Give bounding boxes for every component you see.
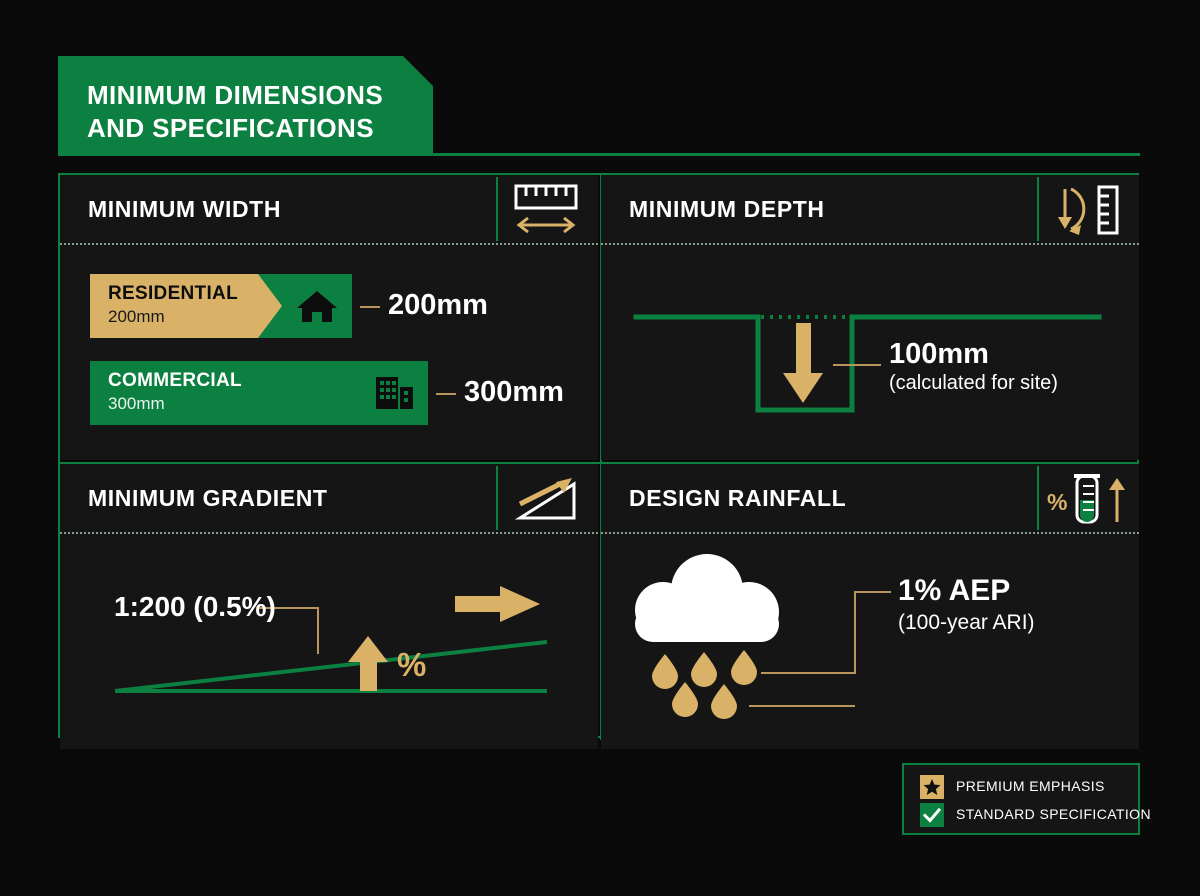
value-residential-width: 200mm (388, 289, 488, 321)
quadrant-minimum-gradient: MINIMUM GRADIENT (60, 464, 598, 749)
svg-text:%: % (1047, 489, 1067, 515)
bar-commercial-sublabel: 300mm (108, 394, 165, 413)
percent-test-tube-up-arrow-icon: % (1041, 470, 1133, 528)
trench-cross-section-diagram (601, 245, 1139, 460)
bar-commercial-label: COMMERCIAL (108, 370, 242, 391)
legend-label-standard: STANDARD SPECIFICATION (956, 806, 1151, 822)
check-icon (920, 803, 944, 827)
house-icon (295, 284, 339, 328)
bar-residential: RESIDENTIAL 200mm (90, 274, 352, 338)
quadrant-depth-dotted-divider (601, 243, 1139, 245)
quadrant-width-title: MINIMUM WIDTH (88, 196, 282, 222)
grid-horizontal-divider (60, 462, 1137, 464)
quadrant-width-header: MINIMUM WIDTH (60, 175, 598, 243)
slope-triangle-arrow-icon (500, 470, 592, 528)
note-minimum-depth: (calculated for site) (889, 372, 1058, 394)
value-commercial-width: 300mm (464, 376, 564, 408)
slope-wedge-diagram (60, 534, 598, 754)
quadrant-depth-title: MINIMUM DEPTH (629, 196, 825, 222)
icon-separator (1037, 177, 1039, 241)
quadrant-gradient-body: 1:200 (0.5%) % (60, 534, 598, 749)
specifications-grid: MINIMUM WIDTH (58, 173, 1139, 749)
leader-dash-residential (360, 306, 380, 308)
quadrant-rainfall-title: DESIGN RAINFALL (629, 485, 847, 511)
raindrops (652, 650, 757, 719)
value-minimum-depth: 100mm (889, 338, 989, 370)
quadrant-gradient-dotted-divider (60, 532, 598, 534)
title-banner: MINIMUM DIMENSIONS AND SPECIFICATIONS (58, 56, 433, 155)
quadrant-design-rainfall: DESIGN RAINFALL % (601, 464, 1139, 749)
title-underline-rule (58, 153, 1140, 156)
quadrant-rainfall-body: 1% AEP (100-year ARI) (601, 534, 1139, 749)
quadrant-minimum-depth: MINIMUM DEPTH (601, 175, 1139, 460)
leader-dash-commercial (436, 393, 456, 395)
legend-box: PREMIUM EMPHASIS STANDARD SPECIFICATION (902, 763, 1151, 835)
quadrant-gradient-title: MINIMUM GRADIENT (88, 485, 328, 511)
quadrant-rainfall-header: DESIGN RAINFALL % (601, 464, 1139, 532)
page-title-line2: AND SPECIFICATIONS (87, 113, 374, 143)
ruler-with-double-arrow-icon (500, 181, 592, 239)
bar-residential-gold-chevron (90, 274, 282, 338)
gradient-percent-symbol: % (397, 646, 427, 683)
value-design-rainfall: 1% AEP (898, 574, 1011, 607)
quadrant-rainfall-dotted-divider (601, 532, 1139, 534)
page-title-line1: MINIMUM DIMENSIONS (87, 80, 384, 110)
rain-cloud-with-drops-diagram (601, 534, 1139, 754)
quadrant-gradient-header: MINIMUM GRADIENT (60, 464, 598, 532)
legend-label-premium: PREMIUM EMPHASIS (956, 778, 1105, 794)
quadrant-depth-body: 100mm (calculated for site) (601, 245, 1139, 460)
bar-commercial: COMMERCIAL 300mm (90, 361, 428, 425)
office-building-icon (372, 371, 416, 415)
quadrant-depth-header: MINIMUM DEPTH (601, 175, 1139, 243)
value-minimum-gradient: 1:200 (0.5%) (114, 591, 276, 622)
icon-separator (496, 177, 498, 241)
depth-arrow-ruler-icon (1041, 181, 1133, 239)
note-design-rainfall: (100-year ARI) (898, 611, 1035, 634)
quadrant-width-dotted-divider (60, 243, 598, 245)
bar-residential-label: RESIDENTIAL (108, 283, 238, 304)
quadrant-minimum-width: MINIMUM WIDTH (60, 175, 598, 460)
icon-separator (1037, 466, 1039, 530)
star-icon (920, 775, 944, 799)
bar-residential-sublabel: 200mm (108, 307, 165, 326)
icon-separator (496, 466, 498, 530)
quadrant-width-body: RESIDENTIAL 200mm 200mm COMMERCIAL 300mm (60, 245, 598, 460)
